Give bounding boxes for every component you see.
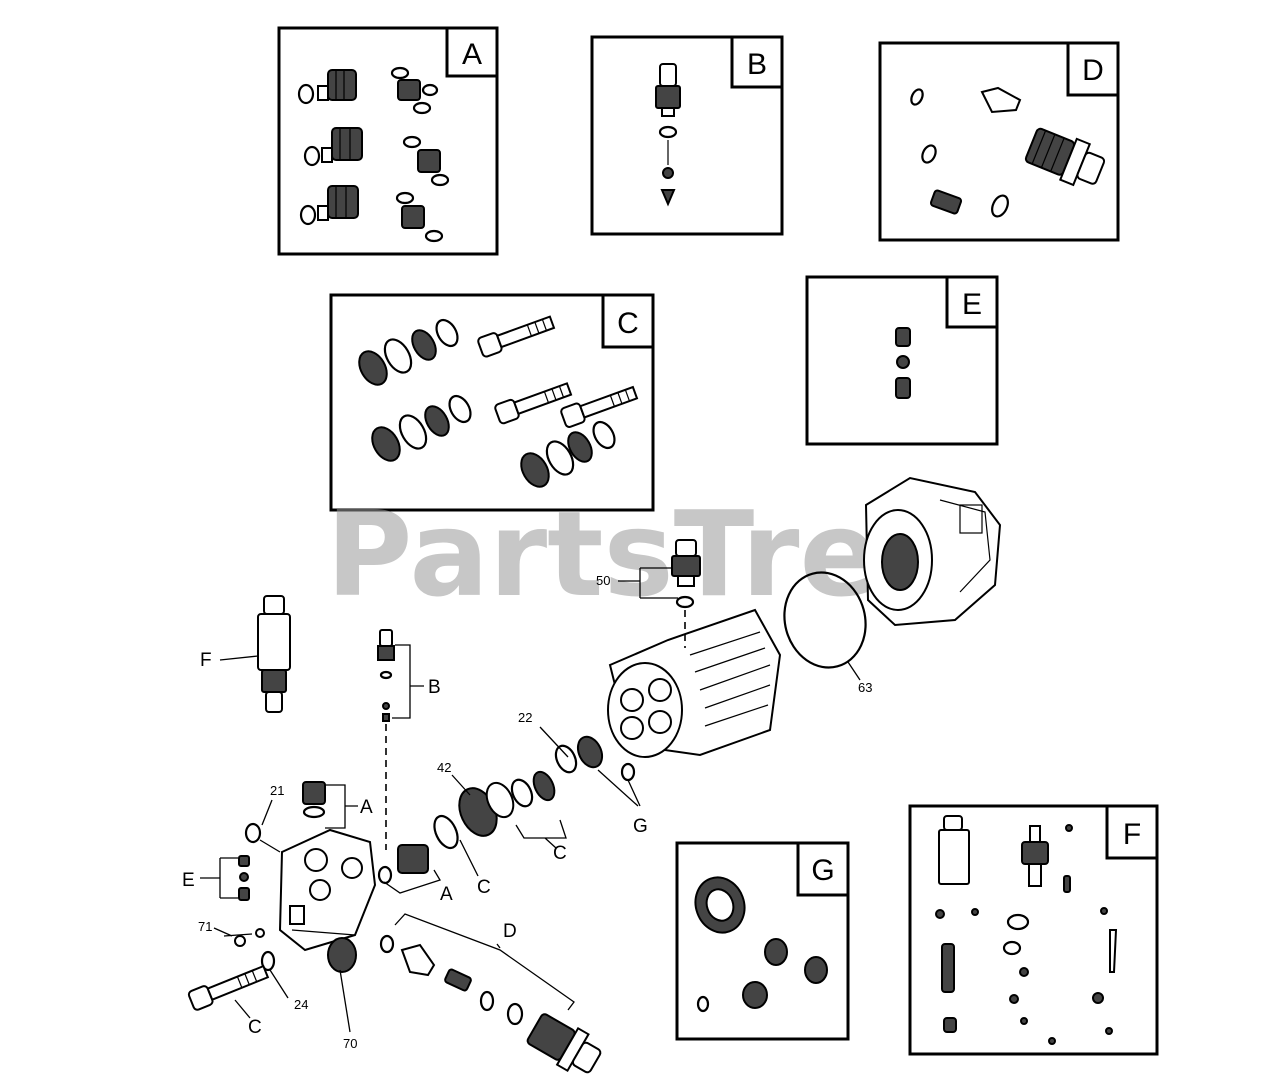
kit-letter-f: F: [1123, 818, 1141, 851]
unloader-body-part: [938, 815, 970, 885]
kit-letter-e: E: [962, 288, 982, 321]
manifold-part: [278, 828, 377, 973]
valve-insert-part: [402, 135, 450, 187]
callout-b: B: [428, 677, 441, 698]
callout-71: 71: [198, 919, 212, 934]
callout-42: 42: [437, 760, 451, 775]
cap-screw-part: [560, 385, 639, 428]
o-ring-part: [244, 822, 262, 844]
callout-21: 21: [270, 783, 284, 798]
kit-box-a: A: [277, 26, 499, 256]
kit-letter-c: C: [617, 307, 639, 340]
grease-fitting-part: [655, 63, 681, 207]
callout-22: 22: [518, 710, 532, 725]
valve-insert-part: [302, 781, 326, 819]
poppet-part: [980, 86, 1022, 114]
seal-part: [764, 938, 788, 966]
kit-letter-b: B: [747, 48, 767, 81]
seal-part: [742, 981, 768, 1009]
cylinder-body-part: [607, 608, 782, 758]
cap-screw-part: [477, 315, 556, 358]
seal-part: [804, 956, 828, 984]
spring-part: [895, 327, 911, 347]
check-valve-part: [377, 844, 429, 885]
kit-letter-a: A: [462, 38, 482, 71]
o-ring-part: [620, 762, 636, 782]
o-ring-part: [783, 571, 867, 669]
o-ring-part: [696, 995, 710, 1013]
callout-g: G: [633, 816, 648, 837]
check-valve-part: [297, 69, 357, 105]
unloader-valve-part: [257, 595, 291, 713]
spring-part: [941, 943, 955, 993]
leader-lines: [200, 567, 861, 1033]
plug-part: [234, 935, 246, 947]
kit-box-e: E: [805, 275, 999, 446]
grease-fitting-part: [377, 629, 395, 850]
kit-box-f: F: [908, 804, 1159, 1056]
callout-a-lower: A: [440, 884, 453, 905]
kit-letter-g: G: [811, 854, 834, 887]
adjuster-part: [1021, 825, 1049, 887]
washer-part: [260, 950, 276, 972]
cap-screw-part: [187, 964, 270, 1011]
kit-box-g: G: [675, 841, 850, 1041]
kit-letter-d: D: [1082, 54, 1104, 87]
cap-screw-part: [494, 382, 573, 425]
kit-box-b: B: [590, 35, 784, 236]
unloader-body-part: [1024, 127, 1106, 187]
unloader-parts-part: [379, 934, 602, 1074]
callout-70: 70: [343, 1036, 357, 1051]
valve-insert-part: [395, 191, 444, 243]
pin-part: [1109, 929, 1118, 973]
ball-part: [896, 355, 910, 369]
check-valve-part: [299, 185, 359, 226]
callout-c-middle: C: [477, 877, 491, 898]
callout-c-bottom: C: [248, 1017, 262, 1038]
callout-50: 50: [596, 573, 610, 588]
spring-part: [895, 377, 911, 399]
valve-part: [943, 1017, 957, 1033]
callout-e: E: [182, 870, 195, 891]
callout-24: 24: [294, 997, 308, 1012]
callout-f: F: [200, 650, 212, 671]
plug-part: [255, 928, 265, 938]
kit-box-d: D: [878, 41, 1120, 242]
kit-box-c: C: [329, 293, 655, 512]
check-valve-part: [303, 127, 363, 167]
seal-set-part: [520, 420, 616, 488]
spring-part: [929, 189, 963, 215]
seal-set-part: [358, 318, 459, 386]
pump-housing-part: [863, 476, 1002, 627]
spring-part: [238, 855, 250, 867]
callout-a-top: A: [360, 797, 373, 818]
spring-part: [238, 887, 250, 901]
fitting-part: [671, 539, 701, 648]
ball-part: [239, 872, 249, 882]
valve-insert-part: [390, 66, 439, 115]
seal-stack-part: [433, 735, 604, 850]
seal-set-part: [371, 394, 472, 462]
callout-d: D: [503, 921, 517, 942]
callout-63: 63: [858, 680, 872, 695]
callout-c-upper: C: [553, 843, 567, 864]
watermark: PartsTree: [326, 485, 960, 623]
